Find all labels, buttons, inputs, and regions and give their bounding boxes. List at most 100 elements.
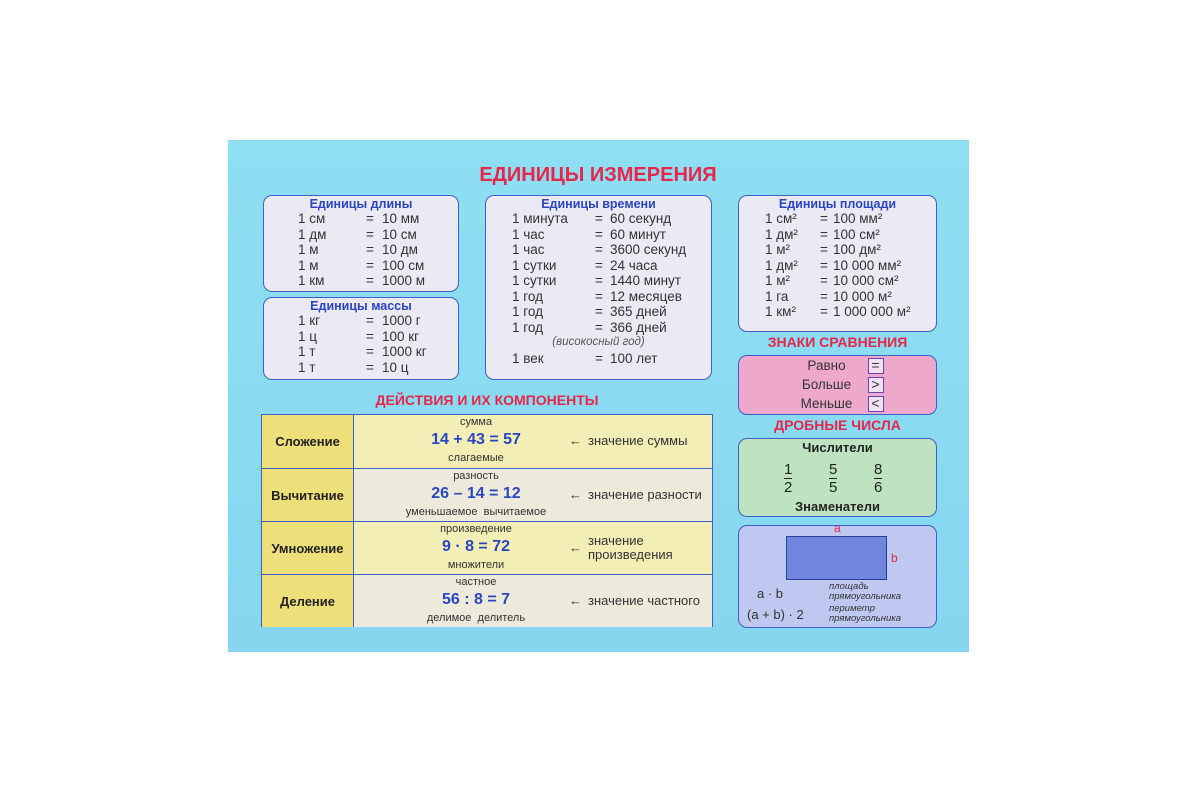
equals-sign: = xyxy=(820,211,828,226)
unit-to: 10 см xyxy=(382,226,417,242)
leap-year-note: (високосный год) xyxy=(552,336,645,348)
result-term: сумма xyxy=(459,416,493,428)
equals-sign: = xyxy=(820,273,828,288)
result-term: разность xyxy=(453,470,499,482)
unit-from: 1 га xyxy=(765,288,789,304)
rectangle-box: a b a · b площадь прямоугольника (a + b)… xyxy=(738,521,937,628)
unit-row: 1 см=10 мм xyxy=(264,211,458,227)
comparison-item: Меньше< xyxy=(739,394,936,413)
result-text: значение произведения xyxy=(588,533,673,562)
unit-row: 1 год=12 месяцев xyxy=(486,289,711,305)
equals-sign: = xyxy=(366,257,374,273)
arrow-left-icon: ← xyxy=(569,487,582,502)
unit-cell: 100 лет xyxy=(610,350,658,366)
equals-sign: = xyxy=(820,242,828,257)
result-term: произведение xyxy=(440,523,512,535)
operand-terms: множители xyxy=(447,559,505,571)
arrow-left-icon: ← xyxy=(569,433,582,448)
unit-from: 1 м² xyxy=(765,242,791,257)
equals-sign: = xyxy=(820,226,828,242)
numerator: 1 xyxy=(784,461,793,479)
action-name: Сложение xyxy=(262,415,354,468)
equals-sign: = xyxy=(595,304,603,319)
unit-to: 12 месяцев xyxy=(610,288,682,304)
unit-to: 10 000 см² xyxy=(833,273,899,288)
unit-from: 1 час xyxy=(512,226,545,242)
unit-to: 100 см² xyxy=(833,226,880,242)
equals-sign: = xyxy=(820,304,828,319)
unit-to: 1 000 000 м² xyxy=(833,304,911,319)
unit-from: 1 минута xyxy=(512,211,568,226)
unit-to: 365 дней xyxy=(610,304,667,319)
equals-sign: = xyxy=(820,257,828,273)
unit-to: 10 мм xyxy=(382,211,420,226)
perimeter-label: периметр прямоугольника xyxy=(829,603,901,624)
unit-row: 1 м = 100 см xyxy=(264,258,458,274)
result-text: значение разности xyxy=(588,487,702,502)
result-description: ←значение частного xyxy=(569,586,700,616)
action-name: Умножение xyxy=(262,522,354,574)
unit-to: 100 мм² xyxy=(833,211,883,226)
comparison-title: ЗНАКИ СРАВНЕНИЯ xyxy=(767,334,908,350)
equals-sign: = xyxy=(595,211,603,226)
unit-row: 1 ц=100 кг xyxy=(264,329,458,345)
unit-to: 3600 секунд xyxy=(610,242,687,257)
unit-row: 1 км=1000 м xyxy=(264,273,458,289)
unit-row: 1 кг=1000 г xyxy=(264,313,458,329)
equals-sign: = xyxy=(366,313,374,328)
side-b-label: b xyxy=(891,551,898,565)
example-equation: 56 : 8 = 7 xyxy=(441,591,511,608)
equals-sign: = xyxy=(366,242,374,257)
denominator: 6 xyxy=(874,479,883,496)
example-equation: 14 + 43 = 57 xyxy=(431,431,521,448)
numerators-label: Числители xyxy=(802,440,873,455)
area-label: площадь прямоугольника xyxy=(829,581,901,602)
unit-to: 100 см xyxy=(382,257,425,273)
page-title: ЕДИНИЦЫ ИЗМЕРЕНИЯ xyxy=(479,164,717,186)
unit-from: 1 сутки xyxy=(512,257,557,273)
unit-row: 1 год = 365 дней xyxy=(486,304,711,320)
unit-from: 1 м xyxy=(298,257,319,273)
unit-row: 1 дм²=10 000 мм² xyxy=(739,258,936,274)
result-text: значение частного xyxy=(588,593,700,608)
equals-sign: = xyxy=(595,273,603,288)
equals-sign: = xyxy=(595,288,603,304)
mass-title: Единицы массы xyxy=(310,299,412,313)
equals-sign: = xyxy=(366,359,374,375)
operand-terms: делимое делитель xyxy=(426,612,526,624)
equals-sign: = xyxy=(366,328,374,344)
comparison-label: Равно xyxy=(807,358,846,373)
unit-cell: 1 век xyxy=(512,350,544,366)
unit-from: 1 дм² xyxy=(765,226,798,242)
equals-sign: = xyxy=(595,319,603,335)
unit-row: 1 га=10 000 м² xyxy=(739,289,936,305)
unit-to: 100 кг xyxy=(382,328,420,344)
fractions-title: ДРОБНЫЕ ЧИСЛА xyxy=(774,417,901,433)
unit-row: 1 км²=1 000 000 м² xyxy=(739,304,936,320)
comparison-label: Больше xyxy=(801,377,852,392)
unit-row: 1 час=60 минут xyxy=(486,227,711,243)
denominators-label: Знаменатели xyxy=(794,499,880,514)
unit-to: 10 000 м² xyxy=(833,288,892,304)
unit-from: 1 год xyxy=(512,304,543,319)
unit-row: 1 сутки=1440 минут xyxy=(486,273,711,289)
unit-from: 1 м xyxy=(298,242,319,257)
arrow-left-icon: ← xyxy=(569,540,582,555)
comparison-label: Меньше xyxy=(800,396,853,411)
length-title: Единицы длины xyxy=(309,197,413,211)
side-a-label: a xyxy=(834,521,841,535)
unit-row: 1 минута=60 секунд xyxy=(486,211,711,227)
numerator: 8 xyxy=(874,461,883,479)
unit-to: 10 дм xyxy=(382,242,418,257)
unit-to: 24 часа xyxy=(610,257,658,273)
unit-row: 1 час=3600 секунд xyxy=(486,242,711,258)
